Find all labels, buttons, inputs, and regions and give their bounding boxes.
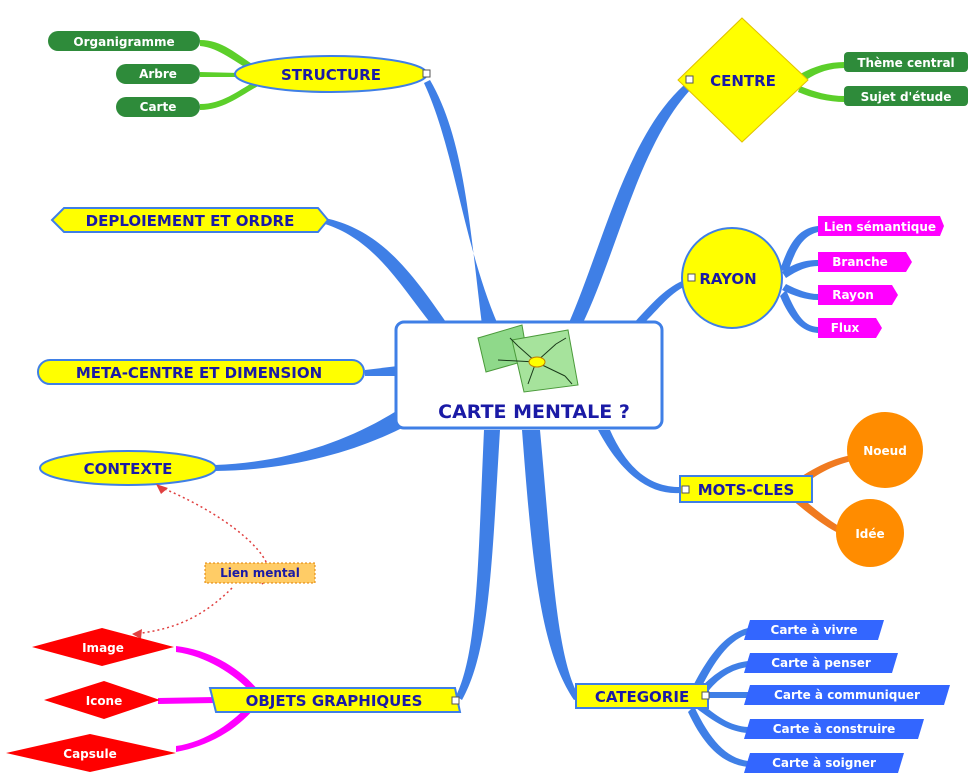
node-rayon-child-label: Rayon [832,288,874,302]
arrowhead-icon [156,484,168,494]
node-carte-soigner-label: Carte à soigner [772,756,876,770]
node-idee[interactable]: Idée [836,499,904,567]
node-icone[interactable]: Icone [44,681,160,719]
branch-objets [456,430,500,700]
mind-map-icon [477,324,579,393]
collapse-toggle-icon[interactable] [687,273,696,282]
topic-rayon-label: RAYON [699,270,756,288]
node-flux-label: Flux [831,321,860,335]
branch-deploiement [325,218,448,325]
node-flux[interactable]: Flux [818,318,882,338]
topic-contexte[interactable]: CONTEXTE [39,450,217,486]
collapse-toggle-icon[interactable] [685,75,694,84]
node-image-label: Image [82,641,124,655]
branch-structure [424,80,498,325]
node-sujet-etude-label: Sujet d'étude [861,90,952,104]
branch-contexte [215,410,408,471]
topic-categorie[interactable]: CATEGORIE [575,683,710,709]
node-arbre[interactable]: Arbre [116,64,200,84]
node-branche[interactable]: Branche [818,252,912,272]
node-carte[interactable]: Carte [116,97,200,117]
node-organigramme-label: Organigramme [73,35,174,49]
node-theme-central[interactable]: Thème central [844,52,968,72]
topic-contexte-label: CONTEXTE [84,460,173,478]
mental-link [132,484,270,639]
node-carte-vivre-label: Carte à vivre [771,623,858,637]
node-icone-label: Icone [86,694,123,708]
node-lien-semantique[interactable]: Lien sémantique [818,216,944,236]
main-branches [215,80,694,700]
collapse-toggle-icon[interactable] [701,691,710,700]
node-branche-label: Branche [832,255,888,269]
node-carte-penser-label: Carte à penser [771,656,871,670]
branch-mots-cles [598,430,680,494]
central-topic[interactable]: CARTE MENTALE ? [394,320,664,430]
node-capsule-label: Capsule [63,747,116,761]
topic-mots-cles[interactable]: MOTS-CLES [679,475,813,503]
central-topic-label: CARTE MENTALE ? [438,401,630,423]
node-noeud-label: Noeud [863,444,907,458]
branch-centre [568,80,694,325]
node-organigramme[interactable]: Organigramme [48,31,200,51]
branch-categorie [522,430,580,700]
collapse-toggle-icon[interactable] [681,485,690,494]
arrowhead-icon [132,629,142,639]
label-lien-mental[interactable]: Lien mental [204,562,316,584]
node-carte-vivre[interactable]: Carte à vivre [744,620,884,640]
node-capsule[interactable]: Capsule [6,734,176,772]
node-carte-penser[interactable]: Carte à penser [744,653,898,673]
branch-meta [365,366,398,376]
collapse-toggle-icon[interactable] [422,69,431,78]
node-rayon-child[interactable]: Rayon [818,285,898,305]
node-image[interactable]: Image [32,628,174,666]
node-carte-label: Carte [140,100,177,114]
node-arbre-label: Arbre [139,67,177,81]
topic-meta-centre-label: META-CENTRE ET DIMENSION [76,364,322,382]
topic-centre[interactable]: CENTRE [677,17,809,143]
topic-mots-cles-label: MOTS-CLES [698,481,795,499]
topic-objets-graphiques[interactable]: OBJETS GRAPHIQUES [208,687,462,713]
node-carte-soigner[interactable]: Carte à soigner [744,753,904,773]
centre-subbranches [798,62,845,102]
label-lien-mental-text: Lien mental [220,566,300,580]
node-carte-construire[interactable]: Carte à construire [744,719,924,739]
branch-rayon [632,278,690,325]
topic-centre-label: CENTRE [710,72,776,90]
categorie-subbranches [688,628,748,767]
node-sujet-etude[interactable]: Sujet d'étude [844,86,968,106]
topic-meta-centre[interactable]: META-CENTRE ET DIMENSION [37,359,365,385]
rayon-subbranches [780,226,818,333]
topic-structure-label: STRUCTURE [281,66,381,84]
node-carte-communiquer-label: Carte à communiquer [774,688,920,702]
node-lien-semantique-label: Lien sémantique [824,220,936,234]
topic-deploiement[interactable]: DEPLOIEMENT ET ORDRE [50,207,330,233]
node-carte-communiquer[interactable]: Carte à communiquer [744,685,950,705]
topic-structure[interactable]: STRUCTURE [234,55,431,93]
node-noeud[interactable]: Noeud [847,412,923,488]
node-idee-label: Idée [855,527,884,541]
topic-objets-graphiques-label: OBJETS GRAPHIQUES [246,692,423,710]
topic-deploiement-label: DEPLOIEMENT ET ORDRE [86,212,295,230]
topic-categorie-label: CATEGORIE [595,688,689,706]
node-carte-construire-label: Carte à construire [773,722,896,736]
node-theme-central-label: Thème central [857,56,954,70]
collapse-toggle-icon[interactable] [451,696,460,705]
topic-rayon[interactable]: RAYON [681,227,783,329]
